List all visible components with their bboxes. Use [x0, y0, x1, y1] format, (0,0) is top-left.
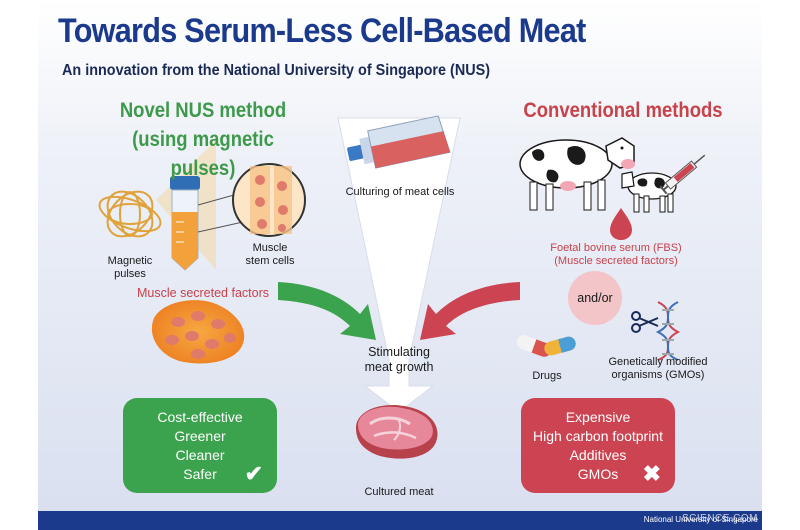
- novel-heading-line1: Novel NUS method: [119, 99, 287, 122]
- footer-credit: National University of Singapore: [643, 515, 758, 524]
- check-icon: ✔: [244, 461, 263, 486]
- illustration-layer: [98, 115, 706, 459]
- footer-bar: National University of Singapore SCIENCE…: [38, 511, 762, 530]
- cultured-meat-icon: [356, 404, 438, 459]
- cross-icon: ✖: [642, 461, 661, 486]
- benefit-item: Cost-effective: [157, 409, 243, 425]
- fbs-line2: (Muscle secreted factors): [554, 255, 678, 267]
- andor-label: and/or: [577, 291, 613, 305]
- muscle-secreted-factors-label: Muscle secreted factors: [137, 286, 269, 300]
- test-tube-icon: [156, 140, 216, 271]
- page-title: Towards Serum-Less Cell-Based Meat: [58, 12, 586, 50]
- cow-icon: [519, 137, 635, 211]
- calf-icon: [621, 171, 677, 213]
- conventional-drawbacks-box: Expensive High carbon footprint Additive…: [521, 398, 675, 493]
- stimulating-label: Stimulating meat growth: [343, 345, 455, 375]
- benefit-item: Cleaner: [175, 447, 225, 463]
- stimulating-line1: Stimulating: [368, 345, 430, 359]
- drugs-label: Drugs: [532, 370, 562, 382]
- stem-cells-line2: stem cells: [245, 255, 295, 267]
- dna-scissors-icon: [631, 301, 681, 361]
- novel-method-heading: Novel NUS method (using magnetic pulses): [97, 96, 308, 183]
- novel-heading-line2: (using magnetic pulses): [132, 128, 274, 180]
- watermark-text: SCIENCE.COM: [681, 513, 758, 524]
- drawback-item: Additives: [569, 447, 627, 463]
- magnetic-field-icon: [98, 190, 162, 238]
- drawback-item: Expensive: [565, 409, 631, 425]
- benefit-item: Greener: [174, 428, 226, 444]
- infographic-canvas: Towards Serum-Less Cell-Based Meat An in…: [38, 0, 762, 530]
- cultured-meat-label: Cultured meat: [364, 486, 434, 498]
- andor-circle: [568, 271, 622, 325]
- novel-benefits-box: Cost-effective Greener Cleaner Safer ✔: [123, 398, 277, 493]
- stimulating-line2: meat growth: [364, 360, 434, 374]
- gmo-line1: Genetically modified: [608, 356, 708, 368]
- secreted-factors-blob-icon: [151, 300, 245, 364]
- blood-drop-icon: [610, 208, 632, 240]
- muscle-stem-cells-magnifier: [197, 163, 306, 237]
- fbs-line1: Foetal bovine serum (FBS): [550, 242, 682, 254]
- drawback-item: GMOs: [577, 466, 619, 482]
- red-arrow-icon: [420, 282, 520, 340]
- magnetic-pulses-line1: Magnetic: [107, 255, 153, 267]
- benefit-item: Safer: [183, 466, 217, 482]
- conventional-methods-heading: Conventional methods: [523, 99, 723, 122]
- gmo-label: Genetically modified organisms (GMOs): [600, 356, 716, 382]
- fbs-label: Foetal bovine serum (FBS) (Muscle secret…: [526, 242, 706, 268]
- central-funnel-arrow: [337, 117, 461, 413]
- muscle-stem-cells-label: Muscle stem cells: [234, 242, 306, 268]
- drug-pills-icon: [516, 335, 576, 357]
- stem-cells-line1: Muscle: [252, 242, 288, 254]
- drawback-item: High carbon footprint: [533, 428, 663, 444]
- culturing-label: Culturing of meat cells: [345, 186, 455, 198]
- magnetic-pulses-label: Magnetic pulses: [98, 255, 162, 281]
- gmo-line2: organisms (GMOs): [611, 369, 705, 381]
- page-subtitle: An innovation from the National Universi…: [62, 62, 491, 79]
- green-arrow-icon: [278, 282, 376, 340]
- syringe-icon: [659, 154, 706, 195]
- magnetic-pulses-line2: pulses: [114, 268, 146, 280]
- culture-flask-icon: [347, 115, 451, 169]
